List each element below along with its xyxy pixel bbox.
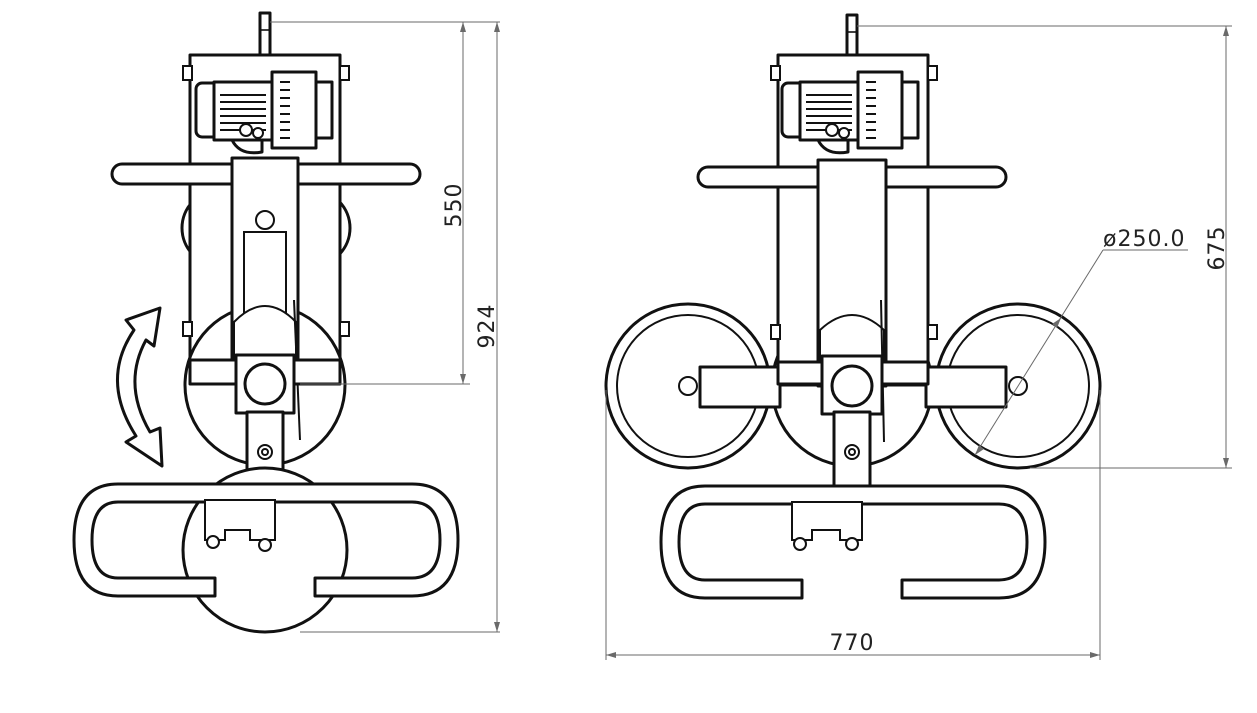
frame-tab-tr bbox=[339, 65, 350, 81]
side-arm-right bbox=[924, 365, 1008, 409]
dim-height-label: 675 bbox=[1205, 226, 1230, 271]
lifting-hook-right bbox=[845, 13, 859, 57]
bottom-handle bbox=[72, 482, 460, 598]
left-view: 550 924 bbox=[72, 11, 500, 634]
pivot-bolt-right bbox=[830, 364, 874, 408]
lifting-hook bbox=[258, 11, 272, 57]
side-arm-left bbox=[698, 365, 782, 409]
frame-tab-bl bbox=[182, 321, 193, 337]
dim-height-upper-label: 550 bbox=[442, 183, 467, 228]
vacuum-pump-right bbox=[780, 70, 920, 155]
dim-height-total-label: 924 bbox=[475, 304, 500, 349]
dim-width-label: 770 bbox=[830, 631, 875, 656]
dim-pad-diameter-label: ø250.0 bbox=[1103, 227, 1185, 252]
vacuum-pump bbox=[194, 70, 334, 155]
pivot-bolt bbox=[243, 362, 287, 406]
frame-tab-br bbox=[339, 321, 350, 337]
frame-tab-tl bbox=[182, 65, 193, 81]
right-view: 675 ø250.0 770 bbox=[604, 13, 1232, 660]
right-dimensions bbox=[605, 25, 1232, 660]
left-dimensions bbox=[270, 21, 500, 633]
bottom-handle-right bbox=[659, 484, 1047, 600]
rotation-arrow-icon bbox=[116, 306, 164, 468]
